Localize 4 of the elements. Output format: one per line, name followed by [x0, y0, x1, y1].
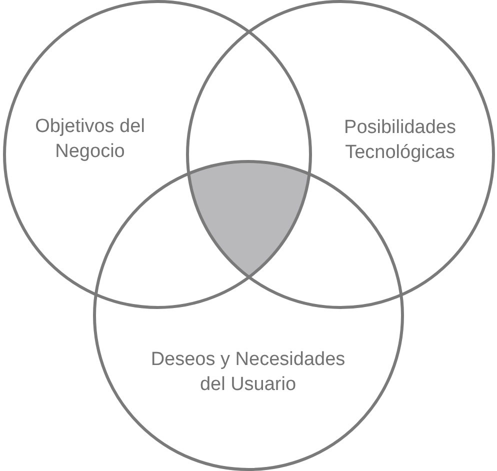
set-label: Deseos y Necesidades del Usuario: [150, 348, 346, 397]
intersection-region: [188, 161, 309, 277]
set-label: Objetivos del Negocio: [34, 115, 146, 164]
set-label: Posibilidades Tecnológicas: [343, 116, 457, 165]
